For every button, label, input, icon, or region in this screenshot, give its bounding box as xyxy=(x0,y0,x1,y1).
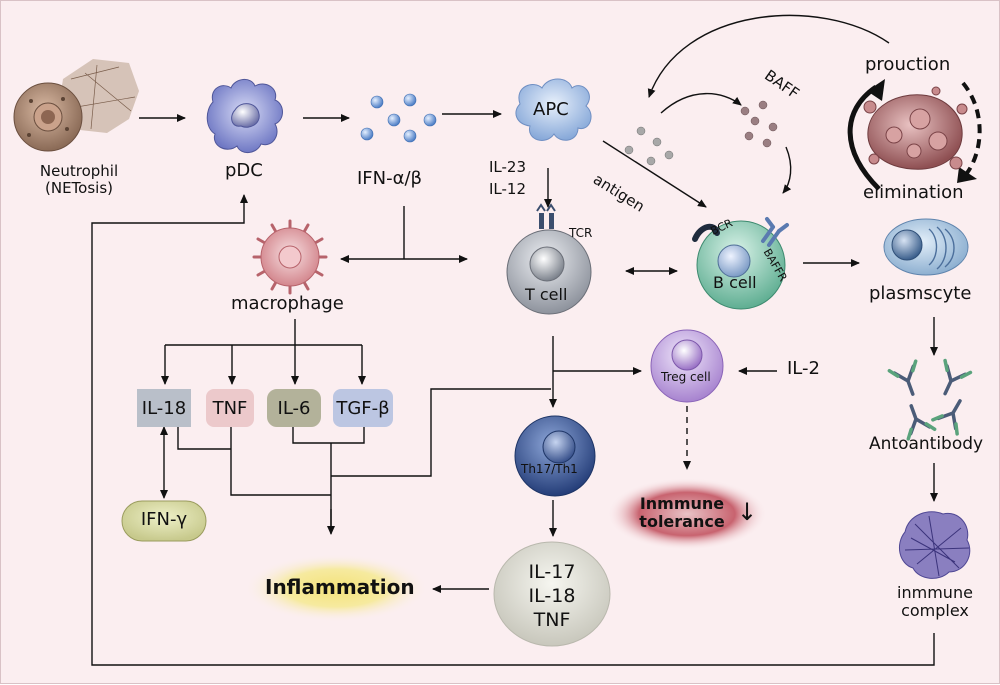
connectors xyxy=(91,14,938,666)
treg-label: Treg cell xyxy=(661,370,711,384)
cytokine-box-il6: IL-6 xyxy=(267,389,321,427)
ifn-ab-label: IFN-α/β xyxy=(357,168,423,189)
apc-cell xyxy=(515,78,592,141)
arrow-production-feedback xyxy=(647,14,890,98)
inflammation-glow xyxy=(244,554,428,622)
b-cell-label: B cell xyxy=(713,273,757,292)
baffr-receptor xyxy=(761,217,789,247)
production-label: prouction xyxy=(865,54,951,75)
cytokine-merge xyxy=(177,427,365,531)
t-cell xyxy=(506,203,592,315)
bcr-receptor xyxy=(692,223,720,242)
th17-cytokines-label: IL-17 IL-18 TNF xyxy=(528,561,576,631)
elimination-label: elimination xyxy=(863,182,964,203)
inflammation-label: Inflammation xyxy=(265,575,415,599)
plasmacyte-cell xyxy=(883,218,969,276)
treg-cell xyxy=(650,329,724,403)
th17-cytokines-ellipse xyxy=(493,541,611,647)
antigen-particles xyxy=(624,126,674,166)
cytokine-box-il18: IL-18 xyxy=(137,389,191,427)
immune-complex xyxy=(898,511,971,579)
ifn-gamma-label: IFN-γ xyxy=(140,509,188,530)
arrow-antigen-bcell xyxy=(602,140,707,208)
cytokine-box-tnf: TNF xyxy=(206,389,254,427)
th17-cell xyxy=(514,415,596,497)
pdc-cell xyxy=(206,79,283,153)
ifn-gamma-pill xyxy=(121,500,207,542)
tcr-label: TCR xyxy=(569,226,593,240)
tolerance-glow xyxy=(607,478,767,550)
cytokine-box-tgfb: TGF-β xyxy=(333,389,393,427)
production-elimination-cycle xyxy=(847,79,982,191)
autoantibodies xyxy=(887,358,973,441)
autoantibody-label: Antoantibody xyxy=(869,434,984,454)
macrophage-label: macrophage xyxy=(231,293,344,314)
pdc-label: pDC xyxy=(225,160,263,181)
neutrophil-label: Neutrophil (NETosis) xyxy=(39,162,119,198)
macrophage-branch xyxy=(165,319,362,346)
baff-particles xyxy=(740,100,778,148)
ifn-dots xyxy=(360,93,437,143)
tolerance-down-arrow: ↓ xyxy=(737,498,758,526)
t-cell-label: T cell xyxy=(525,285,568,304)
neutrophil-cell xyxy=(13,59,139,152)
il2-label: IL-2 xyxy=(787,358,820,379)
tolerance-label: Inmmune tolerance xyxy=(639,494,725,532)
apoptotic-cell xyxy=(863,86,968,170)
arrow-complex-pdc-loop xyxy=(91,194,935,666)
il12-label: IL-12 xyxy=(489,180,527,198)
th17-label: Th17/Th1 xyxy=(521,462,578,476)
il23-label: IL-23 xyxy=(489,158,527,176)
b-cell xyxy=(692,217,789,310)
plasmacyte-label: plasmscyte xyxy=(869,283,972,304)
arrow-to-baff xyxy=(660,92,742,114)
immune-complex-label: inmmune complex xyxy=(897,583,973,621)
tgfb-to-th17 xyxy=(331,388,551,477)
apc-label: APC xyxy=(533,99,569,120)
macrophage-cell xyxy=(252,219,328,295)
arrow-baff-bcell xyxy=(782,146,792,194)
